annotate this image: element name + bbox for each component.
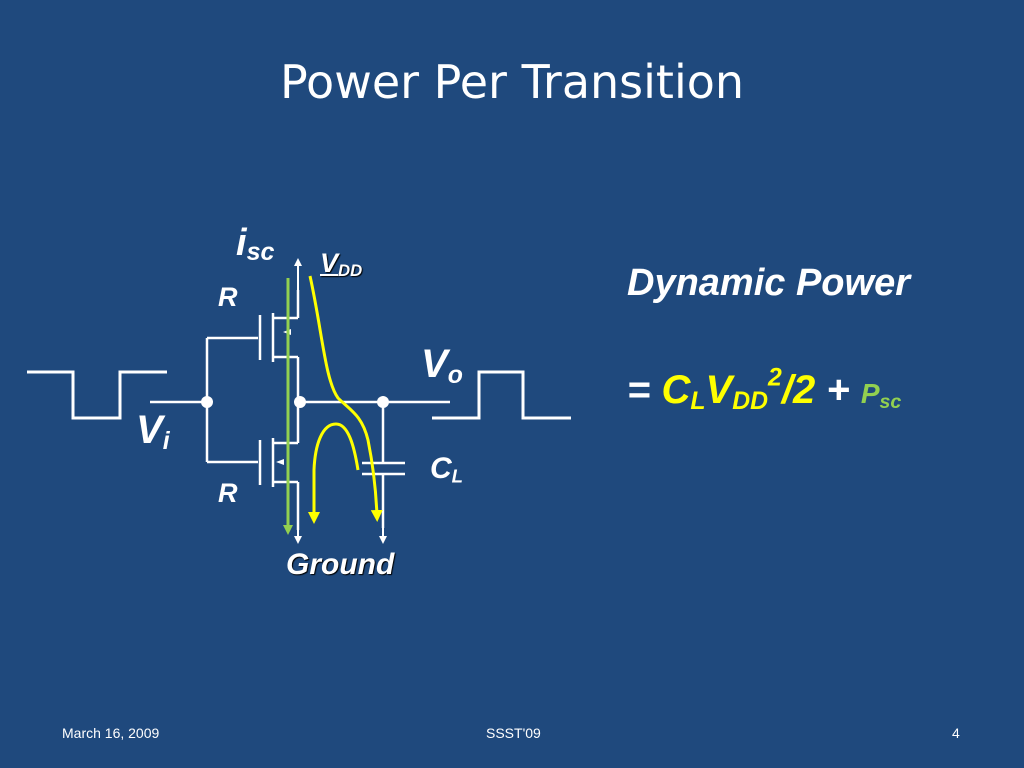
equals-sign: = xyxy=(627,368,651,412)
isc-label: isc xyxy=(236,222,275,267)
output-node-dot xyxy=(377,396,389,408)
load-capacitance-label: CL xyxy=(430,452,464,487)
nmos-resistance-label: R xyxy=(218,478,238,508)
footer-date: March 16, 2009 xyxy=(62,725,160,741)
footer-page-number: 4 xyxy=(952,725,960,741)
ground-label: Ground xyxy=(286,548,395,581)
input-node-dot xyxy=(201,396,213,408)
energy-term: CLVDD2/2 xyxy=(661,364,816,416)
vdd-label: VDD xyxy=(320,248,363,281)
footer-conference: SSST'09 xyxy=(486,725,541,741)
dynamic-power-heading: Dynamic Power xyxy=(627,262,910,304)
input-voltage-label: Vi xyxy=(136,408,170,456)
slide-title: Power Per Transition xyxy=(279,55,745,109)
discharge-current-path xyxy=(308,422,360,524)
output-voltage-label: Vo xyxy=(421,342,463,390)
nmos-body-arrow xyxy=(276,459,284,465)
plus-sign: + xyxy=(826,368,850,412)
short-circuit-term: Psc xyxy=(860,378,902,413)
drain-node-dot xyxy=(294,396,306,408)
pmos-resistance-label: R xyxy=(218,282,238,312)
charging-current-path xyxy=(308,275,383,522)
input-waveform xyxy=(27,370,167,420)
circuit-wires xyxy=(150,290,450,530)
output-waveform xyxy=(432,370,571,420)
dynamic-power-equation: = CLVDD2/2 + Psc xyxy=(627,364,902,416)
